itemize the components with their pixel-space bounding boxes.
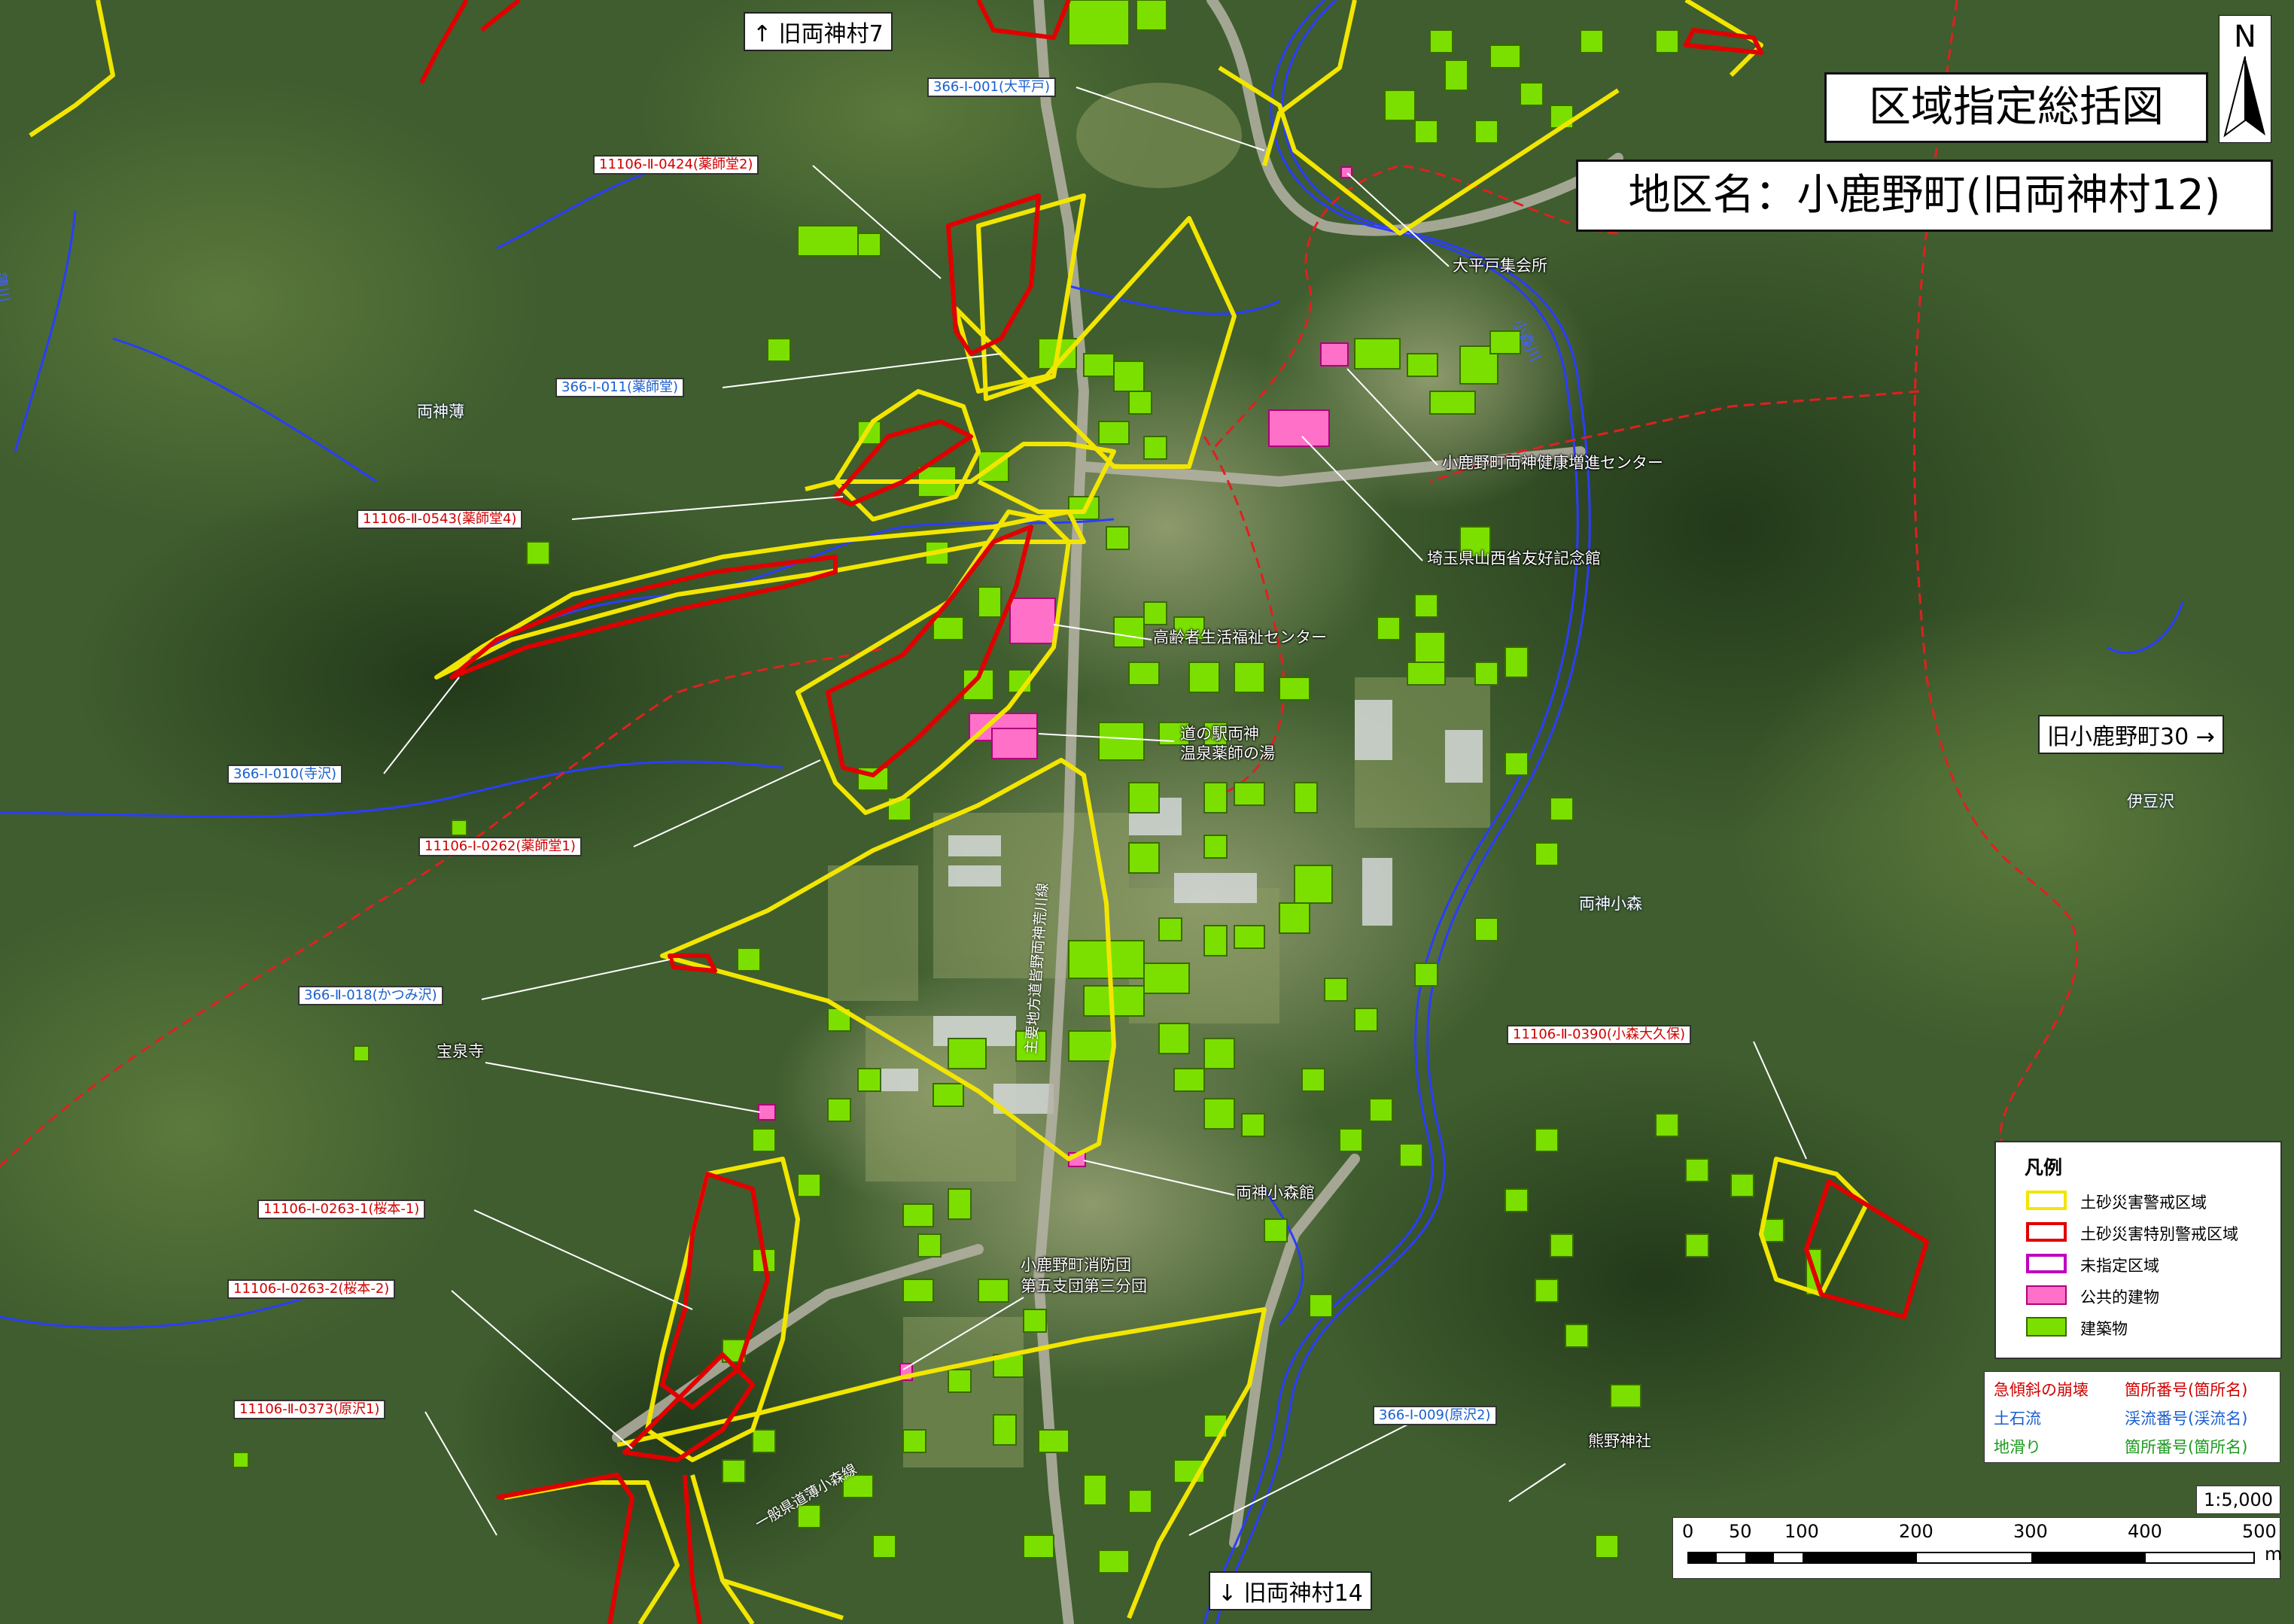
nav-east[interactable]: 旧小鹿野町30 → [2038,715,2224,754]
place-fire-brigade-2: 第五支団第三分団 [1021,1277,1147,1295]
legend-label-undesignated: 未指定区域 [2080,1257,2159,1275]
legend: 凡例 土砂災害警戒区域 土砂災害特別警戒区域 未指定区域 公共的建物 建築物 [1994,1141,2282,1359]
legend-swatch-warning [2026,1191,2067,1210]
key-landslide: 地滑り [1994,1438,2041,1456]
scale-tick-400: 400 [2128,1521,2162,1542]
place-michinoeki-2: 温泉薬師の湯 [1180,744,1275,762]
site-label-0263-1[interactable]: 11106-Ⅰ-0263-1(桜本-1) [257,1200,426,1219]
legend-title: 凡例 [2025,1157,2063,1178]
place-health-center: 小鹿野町両神健康増進センター [1442,454,1663,472]
place-kumano-shrine: 熊野神社 [1588,1432,1651,1450]
legend-label-building: 建築物 [2080,1320,2128,1338]
legend-label-warning: 土砂災害警戒区域 [2080,1194,2207,1212]
site-label-0262[interactable]: 11106-Ⅰ-0262(薬師堂1) [418,837,582,856]
nav-north[interactable]: ↑ 旧両神村7 [744,12,893,51]
site-label-011[interactable]: 366-Ⅰ-011(薬師堂) [555,378,685,397]
site-label-0424[interactable]: 11106-Ⅱ-0424(薬師堂2) [593,155,759,175]
place-michinoeki-1: 道の駅両神 [1180,725,1259,743]
public-buildings [758,166,1352,1381]
special-zones [419,0,1929,1624]
numbering-key: 急傾斜の崩壊 箇所番号(箇所名) 土石流 渓流番号(渓流名) 地滑り 箇所番号(… [1984,1371,2280,1463]
key-landslide-number: 箇所番号(箇所名) [2125,1438,2248,1456]
site-label-0390[interactable]: 11106-Ⅱ-0390(小森大久保) [1507,1025,1691,1045]
legend-swatch-public [2026,1285,2067,1305]
scale-ratio: 1:5,000 [2196,1486,2280,1514]
key-debris-flow: 土石流 [1994,1410,2041,1428]
legend-swatch-special [2026,1222,2067,1242]
legend-row-warning: 土砂災害警戒区域 [2026,1188,2274,1215]
key-steep-slope: 急傾斜の崩壊 [1994,1381,2089,1399]
site-label-010[interactable]: 366-Ⅰ-010(寺沢) [227,765,343,784]
nav-south[interactable]: ↓ 旧両神村14 [1209,1571,1372,1610]
place-friendship-hall: 埼玉県山西省友好記念館 [1427,549,1601,567]
site-label-0373[interactable]: 11106-Ⅱ-0373(原沢1) [233,1400,386,1419]
scale-bar: 0 50 100 200 300 400 500 m [1672,1517,2283,1579]
boundaries [0,0,2079,1168]
legend-swatch-building [2026,1317,2067,1337]
area-ryokami-komori: 両神小森 [1579,895,1642,913]
place-komorikan: 両神小森館 [1236,1184,1315,1202]
scale-unit: m [2265,1543,2283,1565]
place-oohirado-hall: 大平戸集会所 [1453,257,1547,275]
north-label: N [2234,20,2256,54]
place-fire-brigade-1: 小鹿野町消防団 [1021,1256,1131,1274]
site-label-0263-2[interactable]: 11106-Ⅰ-0263-2(桜本-2) [227,1279,396,1299]
key-debris-flow-number: 渓流番号(渓流名) [2125,1410,2248,1428]
area-ryokami-usu: 両神薄 [417,403,464,421]
legend-label-public: 公共的建物 [2080,1288,2159,1306]
site-label-009[interactable]: 366-Ⅰ-009(原沢2) [1373,1406,1497,1425]
legend-row-undesignated: 未指定区域 [2026,1251,2274,1278]
legend-swatch-undesignated [2026,1254,2067,1273]
scale-tick-100: 100 [1784,1521,1819,1542]
district-name: 地区名：小鹿野町(旧両神村12) [1576,160,2273,232]
key-steep-slope-number: 箇所番号(箇所名) [2125,1381,2248,1399]
leader-lines [383,87,1807,1536]
scale-tick-200: 200 [1899,1521,1933,1542]
place-hosenji: 宝泉寺 [437,1042,484,1060]
scale-tick-500: 500 [2242,1521,2277,1542]
legend-row-building: 建築物 [2026,1314,2274,1341]
place-elderly-center: 高齢者生活福祉センター [1153,628,1327,646]
site-label-0543[interactable]: 11106-Ⅱ-0543(薬師堂4) [357,509,523,529]
scale-tick-0: 0 [1682,1521,1694,1542]
map-title: 区域指定総括図 [1824,72,2208,143]
legend-row-special: 土砂災害特別警戒区域 [2026,1219,2274,1246]
legend-label-special: 土砂災害特別警戒区域 [2080,1225,2238,1243]
warning-zones [29,0,1869,1624]
buildings [233,0,1822,1574]
site-label-001[interactable]: 366-Ⅰ-001(大平戸) [927,78,1057,97]
scale-tick-300: 300 [2013,1521,2048,1542]
site-label-018[interactable]: 366-Ⅱ-018(かつみ沢) [298,986,443,1005]
area-izusawa: 伊豆沢 [2127,792,2174,810]
legend-row-public: 公共的建物 [2026,1282,2274,1309]
scale-bar-graphic [1687,1552,2255,1564]
north-arrow-icon: N [2219,15,2271,143]
scale-tick-50: 50 [1729,1521,1752,1542]
